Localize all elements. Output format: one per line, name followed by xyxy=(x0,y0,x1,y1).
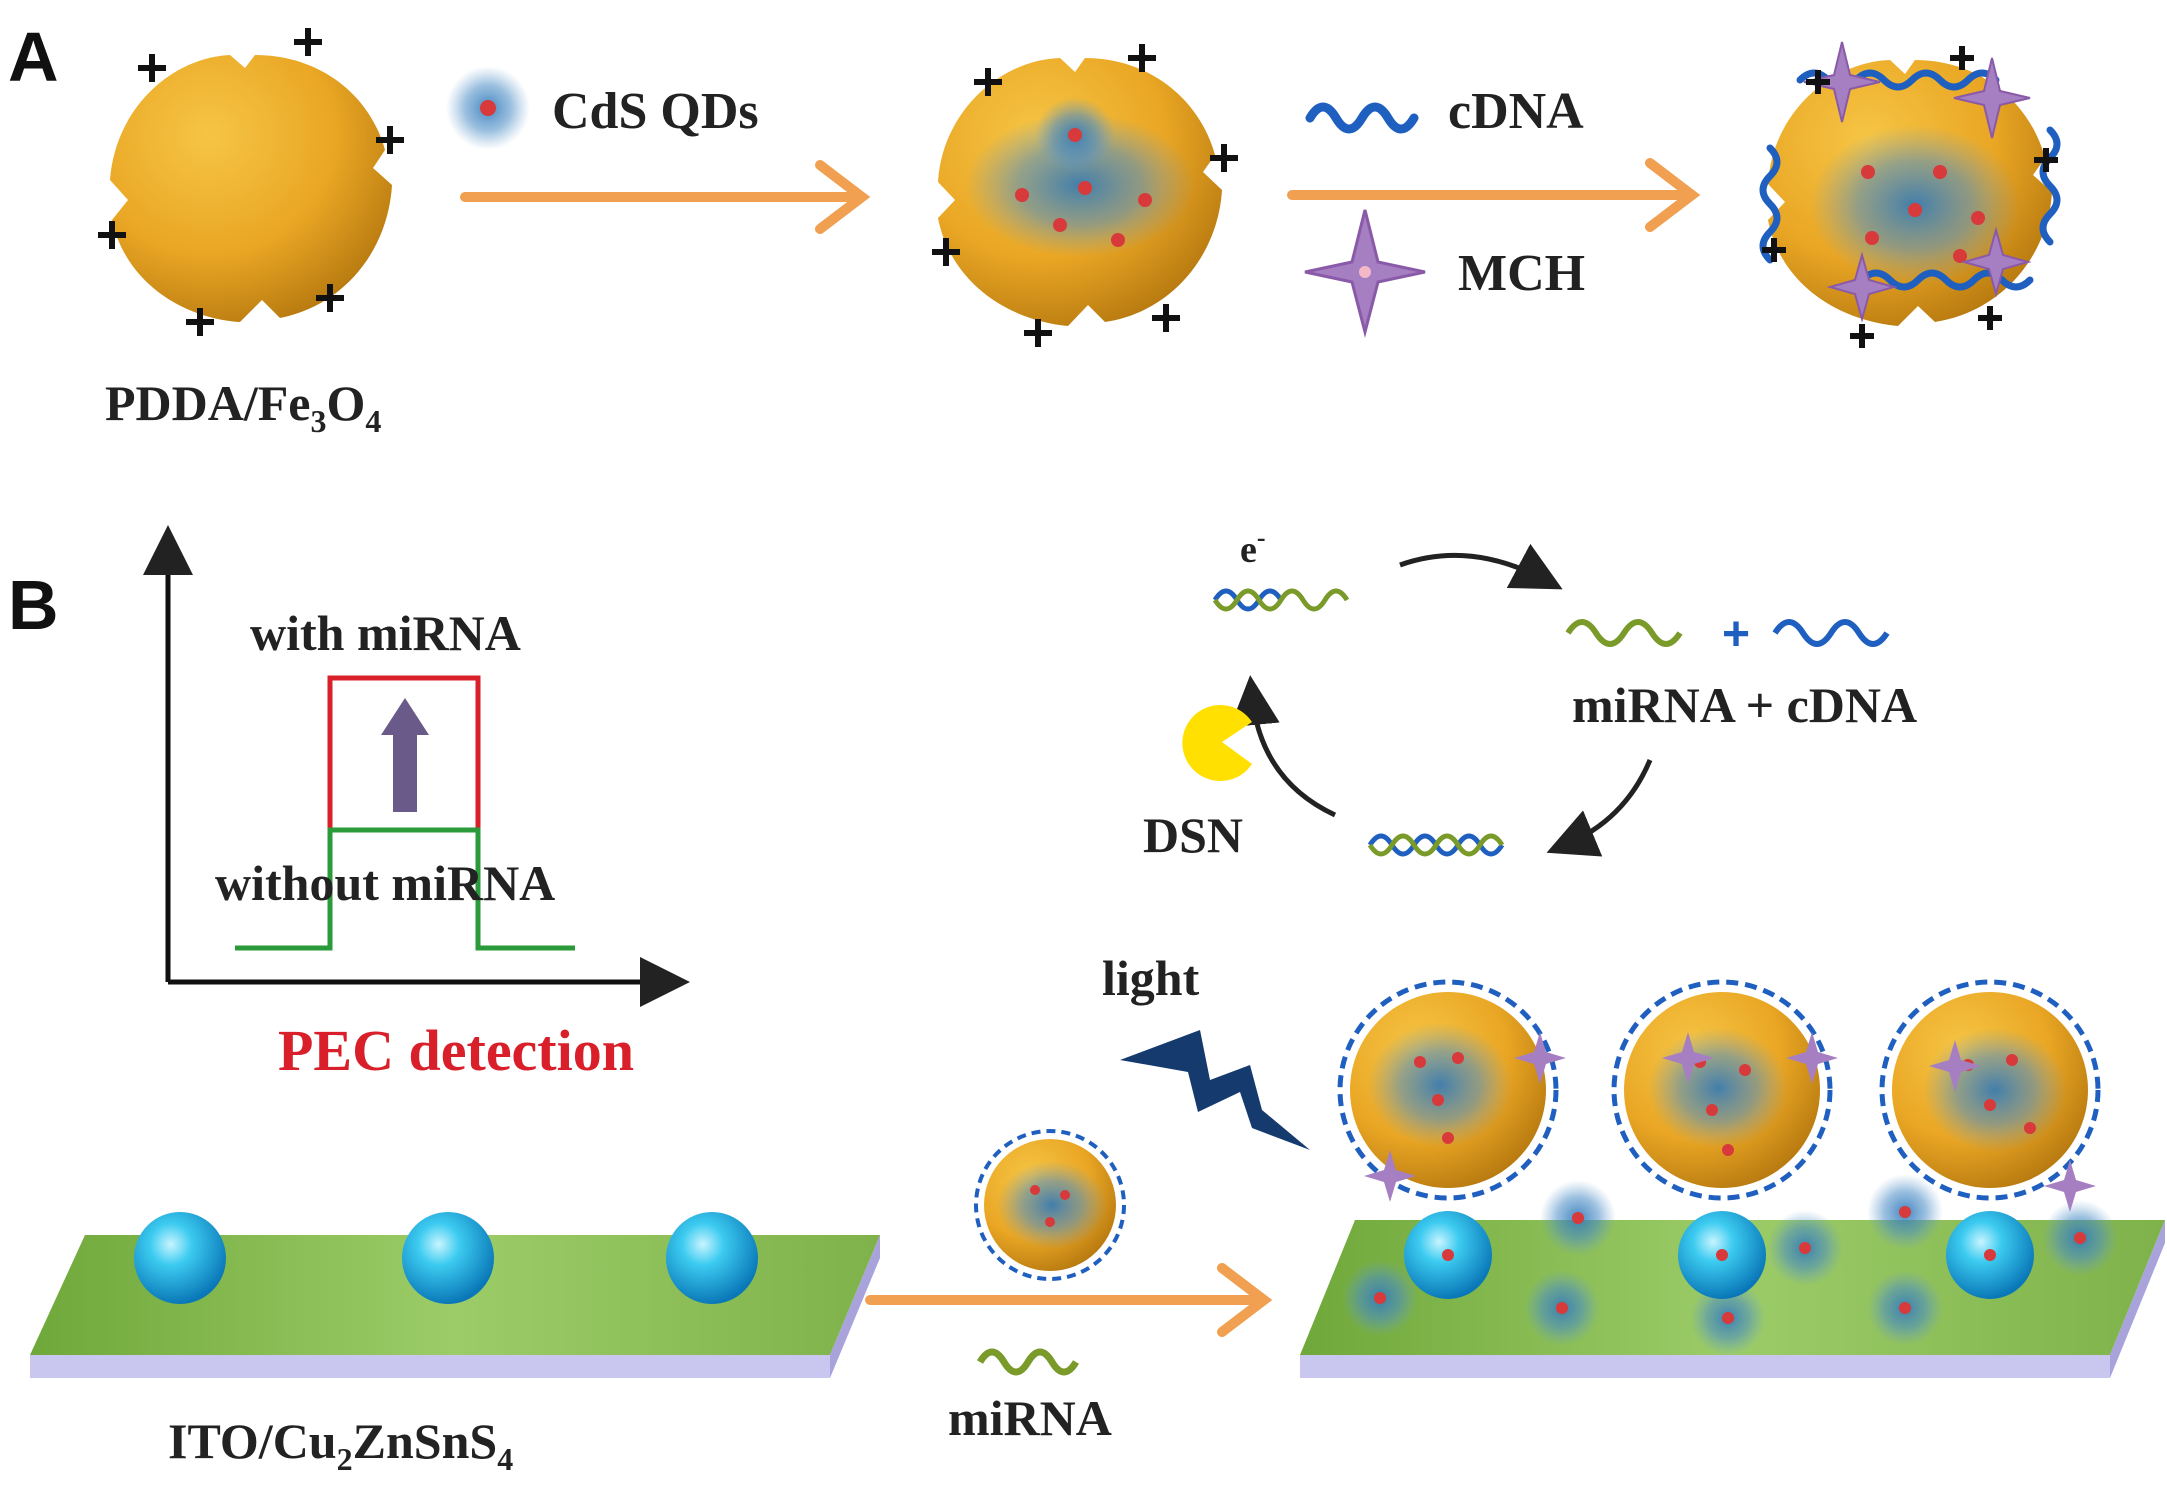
cdna-mch-probe-particle xyxy=(1762,42,2058,348)
pec-detection-label: PEC detection xyxy=(278,1018,634,1083)
small-probe-particle xyxy=(976,1131,1124,1279)
with-mirna-label: with miRNA xyxy=(250,605,521,661)
dsn-recycling-cycle: e- + miRNA + cDNA DSN xyxy=(1143,523,1917,863)
cycle-arrow-icon xyxy=(1400,555,1545,580)
cycle-arrow-icon xyxy=(1252,695,1335,815)
pdda-fe3o4-label: PDDA/Fe3O4 xyxy=(105,375,381,439)
without-mirna-label: without miRNA xyxy=(215,855,555,911)
captured-probe-particle xyxy=(1614,982,1838,1198)
electron-label: e- xyxy=(1240,523,1266,571)
orange-arrow-icon xyxy=(1292,163,1692,227)
mirna-label: miRNA xyxy=(948,1390,1112,1446)
pacman-nuclease-icon xyxy=(1182,705,1252,781)
light-label: light xyxy=(1102,950,1200,1006)
upward-arrow-icon xyxy=(381,698,429,812)
panel-b-label: B xyxy=(8,570,59,640)
cds-qds-label: CdS QDs xyxy=(552,83,759,140)
cds-qd-legend-icon xyxy=(446,66,530,150)
orange-arrow-icon xyxy=(465,165,862,229)
mirna-cdna-label: miRNA + cDNA xyxy=(1572,677,1917,733)
sensing-electrode xyxy=(1300,1174,2165,1378)
mirna-strand-icon xyxy=(980,1352,1076,1372)
mch-label: MCH xyxy=(1458,245,1585,302)
cdna-label: cDNA xyxy=(1448,83,1584,140)
cycle-arrow-icon xyxy=(1565,760,1650,845)
ito-cznts-electrode xyxy=(30,1212,880,1378)
lightning-bolt-icon xyxy=(1120,1030,1310,1150)
panel-a-label: A xyxy=(8,22,59,92)
pdda-fe3o4-particle xyxy=(98,28,404,336)
cdna-strand-icon xyxy=(1310,107,1414,129)
dsn-label: DSN xyxy=(1143,807,1243,863)
duplex-bottom-icon xyxy=(1370,836,1502,854)
captured-probe-particle xyxy=(1340,982,1566,1202)
duplex-top-icon xyxy=(1215,591,1347,609)
plus-sign: + xyxy=(1722,608,1750,661)
qd-loaded-particle xyxy=(932,44,1238,347)
ito-substrate-label: ITO/Cu2ZnSnS4 xyxy=(168,1413,513,1477)
